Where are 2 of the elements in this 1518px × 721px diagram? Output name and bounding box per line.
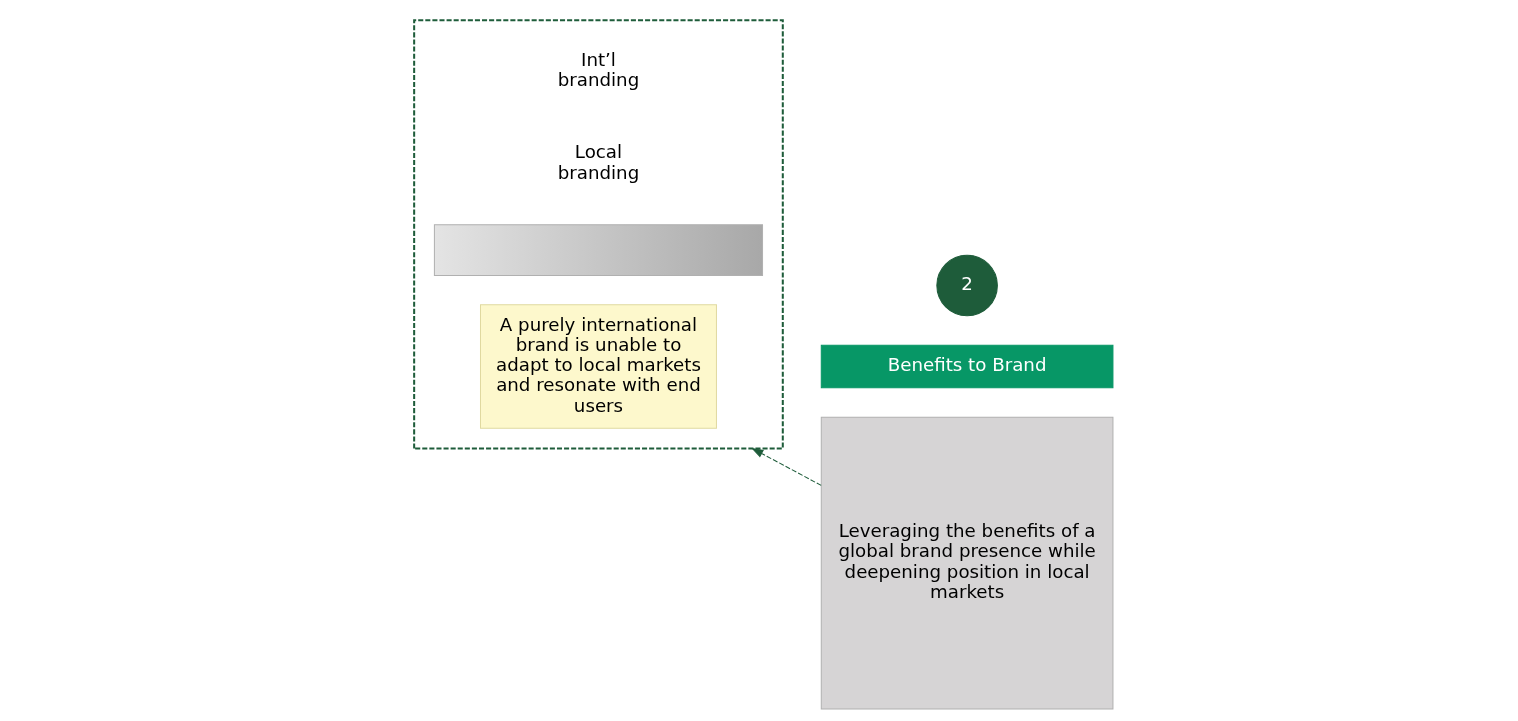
label: Int’l branding <box>557 49 639 91</box>
label: Local branding <box>557 141 639 183</box>
